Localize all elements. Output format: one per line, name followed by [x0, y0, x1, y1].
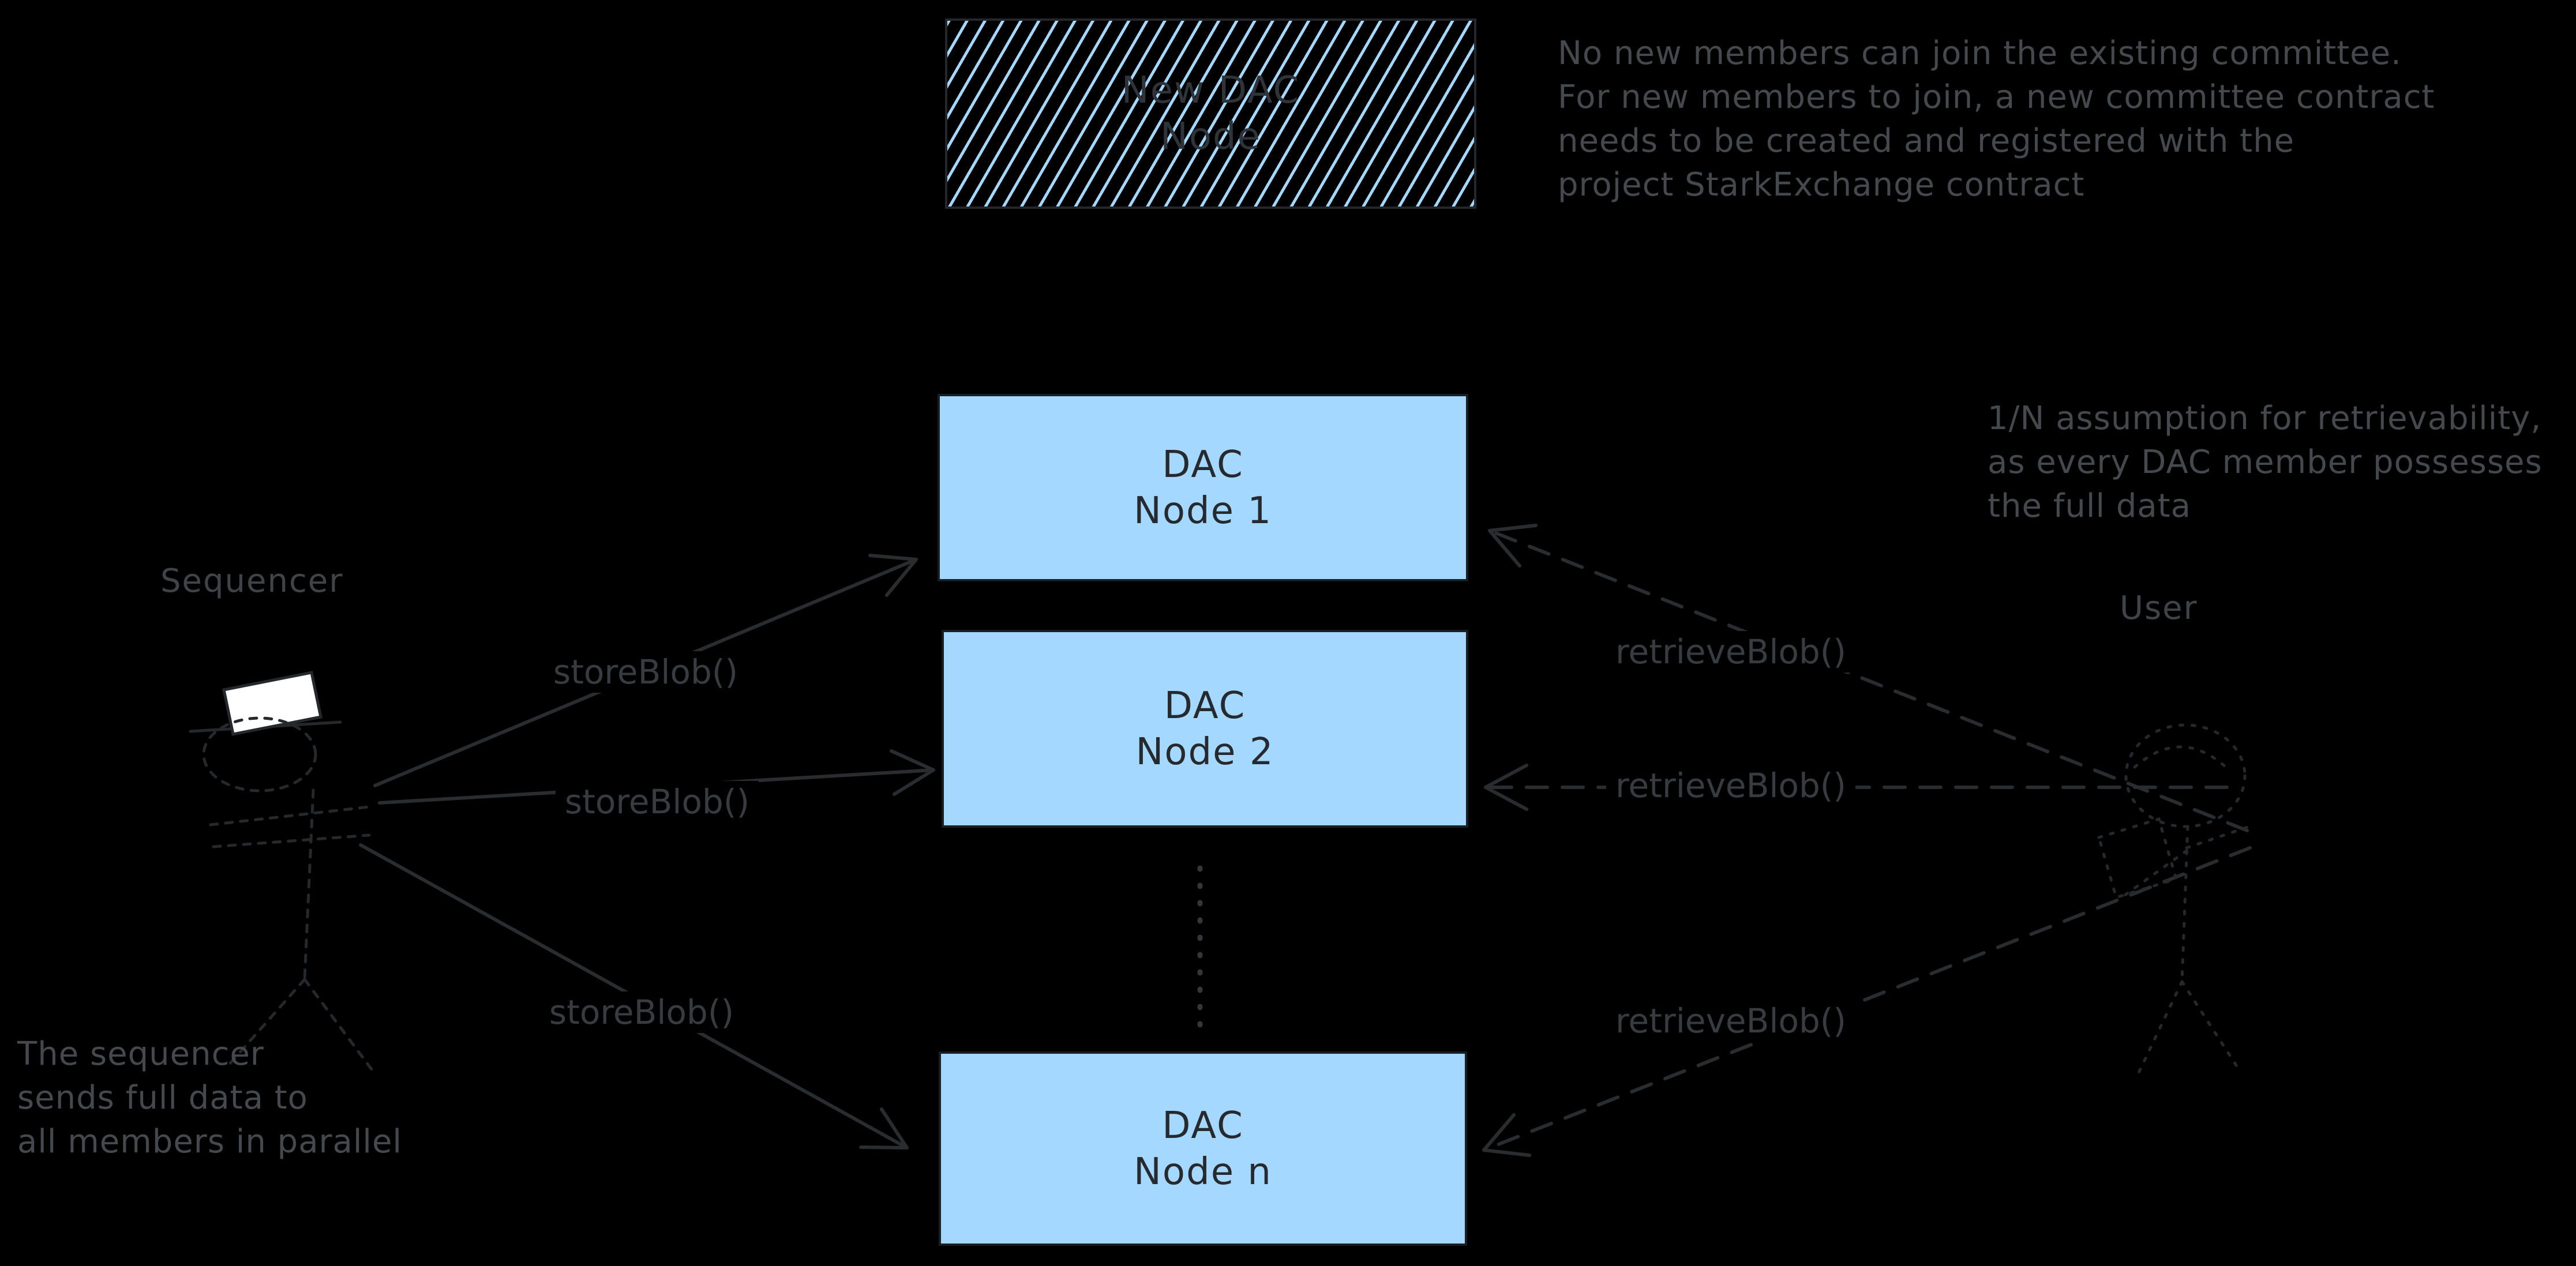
sequencer-note-line2: sends full data to: [17, 1079, 308, 1117]
retrieve-blob-label-2: retrieveBlob(): [1606, 765, 1856, 806]
sequencer-figure-icon: [189, 671, 377, 1076]
user-figure-icon: [2097, 723, 2253, 1076]
dac-node-n-box: DAC Node n: [939, 1051, 1467, 1246]
retrievability-note-line2: as every DAC member possesses: [1988, 444, 2543, 481]
dac-node-1-box: DAC Node 1: [938, 394, 1468, 581]
retrieve-arrow-node2: [1484, 764, 2229, 811]
sequencer-note-line1: The sequencer: [17, 1035, 264, 1073]
user-label: User: [2120, 589, 2198, 627]
sequencer-note-line3: all members in parallel: [17, 1123, 402, 1160]
committee-note: No new members can join the existing com…: [1558, 32, 2435, 207]
new-dac-node-label-line1: New DAC: [1121, 69, 1300, 112]
committee-note-line3: needs to be created and registered with …: [1558, 122, 2295, 160]
retrieve-blob-label-1: retrieveBlob(): [1606, 631, 1856, 673]
store-blob-label-2: storeBlob(): [555, 781, 759, 822]
dac-node-1-label-line2: Node 1: [1133, 489, 1273, 532]
dac-node-n-label-line1: DAC: [1162, 1104, 1244, 1147]
sequencer-note: The sequencer sends full data to all mem…: [17, 1032, 402, 1164]
new-dac-node-label-line2: Node: [1160, 115, 1262, 158]
sequencer-label: Sequencer: [160, 562, 344, 600]
sequencer-hat-icon: [222, 671, 323, 736]
retrievability-note-line1: 1/N assumption for retrievability,: [1988, 400, 2542, 437]
committee-note-line2: For new members to join, a new committee…: [1558, 78, 2435, 116]
retrieve-blob-label-3: retrieveBlob(): [1606, 1000, 1856, 1042]
new-dac-node-box: New DAC Node: [945, 18, 1476, 209]
store-blob-label-1: storeBlob(): [543, 651, 748, 693]
retrievability-note: 1/N assumption for retrievability, as ev…: [1988, 397, 2543, 528]
committee-note-line4: project StarkExchange contract: [1558, 166, 2085, 204]
dac-node-1-label-line1: DAC: [1162, 443, 1244, 486]
retrievability-note-line3: the full data: [1988, 487, 2191, 525]
committee-note-line1: No new members can join the existing com…: [1558, 35, 2402, 72]
dac-node-2-box: DAC Node 2: [942, 630, 1468, 828]
dac-node-n-label-line2: Node n: [1134, 1150, 1272, 1193]
dac-node-2-label-line2: Node 2: [1135, 730, 1274, 773]
store-blob-label-3: storeBlob(): [539, 991, 744, 1033]
retrieve-arrow-noden: [1482, 846, 2252, 1157]
dac-node-2-label-line1: DAC: [1164, 684, 1246, 727]
retrieve-arrow-node1: [1488, 524, 2249, 832]
